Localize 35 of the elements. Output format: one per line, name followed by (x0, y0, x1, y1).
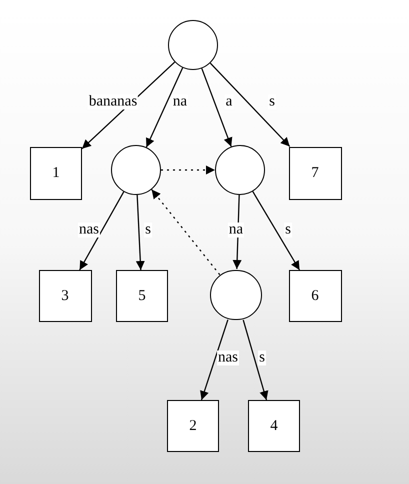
leaf-box (167, 400, 219, 452)
arrow (242, 320, 268, 400)
leaf-number: 2 (189, 418, 197, 434)
edge-label: na (228, 222, 244, 238)
arrow (252, 191, 300, 270)
edge-label: nas (78, 222, 100, 238)
dashed-arrow (151, 189, 220, 276)
leaf-box (30, 146, 82, 200)
leaf-number: 7 (311, 166, 319, 180)
leaf-box (288, 270, 342, 322)
leaf-box (116, 270, 168, 322)
arrow (232, 194, 242, 270)
leaf-number: 6 (311, 288, 319, 304)
edge-label: s (284, 222, 292, 238)
arrow (201, 68, 232, 147)
leaf-number: 4 (270, 418, 278, 434)
leaf-box (38, 270, 92, 322)
edge-label: s (144, 222, 152, 238)
leaf-box (248, 400, 300, 452)
edge-label: s (258, 350, 266, 366)
leaf-number: 3 (61, 288, 69, 304)
arrow (200, 320, 228, 400)
arrow (146, 68, 184, 148)
edge-label: bananas (88, 94, 138, 110)
leaf-number: 5 (138, 288, 146, 304)
leaf-number: 1 (52, 166, 60, 180)
edge-label: na (172, 94, 188, 110)
edge-label: s (268, 94, 276, 110)
leaf-box (288, 146, 342, 200)
arrow (136, 194, 145, 270)
dashed-arrow (161, 166, 215, 174)
arrow (210, 62, 290, 147)
edge-label: a (224, 94, 234, 110)
arrow (79, 191, 124, 270)
edge-label: nas (217, 350, 239, 366)
